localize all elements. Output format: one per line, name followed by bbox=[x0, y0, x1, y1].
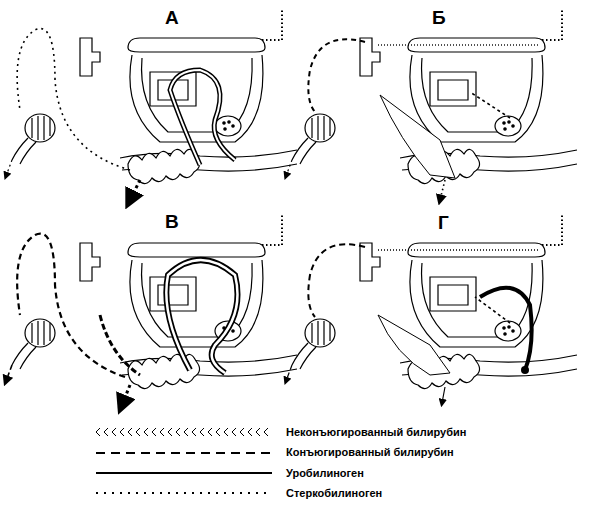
legend-text: Неконъюгированный билирубин bbox=[286, 426, 466, 439]
legend-text: Стеркобилиноген bbox=[286, 487, 382, 500]
panel-g bbox=[286, 215, 577, 403]
panel-b bbox=[286, 10, 577, 200]
panel-label: Г bbox=[438, 213, 449, 233]
legend-text: Уробилиноген bbox=[286, 467, 364, 480]
panel-label: Б bbox=[432, 8, 446, 28]
legend-text: Конъюгированный билирубин bbox=[286, 446, 454, 459]
panel-v bbox=[6, 215, 297, 405]
panel-a bbox=[6, 10, 297, 200]
panel-label: А bbox=[165, 8, 179, 28]
legend-samples bbox=[96, 428, 272, 493]
panel-label: В bbox=[165, 212, 179, 232]
